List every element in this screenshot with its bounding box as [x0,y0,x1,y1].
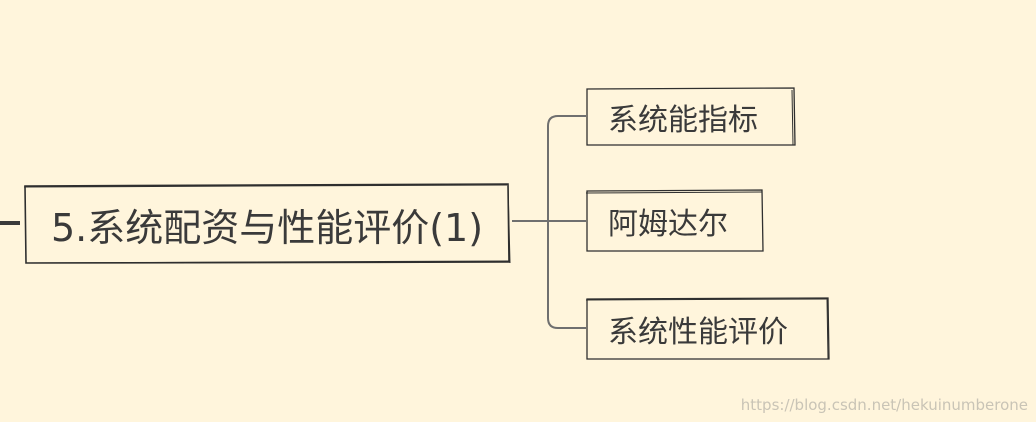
child-node-border [585,297,830,360]
child-node-system-metrics[interactable]: 系统能指标 [586,87,796,146]
child-node-amdahl[interactable]: 阿姆达尔 [585,189,764,252]
child-node-label: 系统能指标 [608,103,758,138]
watermark-text: https://blog.csdn.net/hekuinumberone [740,396,1028,414]
child-node-label: 阿姆达尔 [608,207,728,242]
child-node-border [586,87,796,146]
root-node-label: 5.系统配资与性能评价(1) [50,205,484,250]
child-node-label: 系统性能评价 [608,315,788,350]
branch-connector-3 [547,221,586,329]
child-node-border [585,189,764,252]
root-node-border [23,183,511,264]
child-node-performance-evaluation[interactable]: 系统性能评价 [585,297,830,360]
root-node[interactable]: 5.系统配资与性能评价(1) [23,183,511,264]
branch-connector-1 [547,115,586,221]
